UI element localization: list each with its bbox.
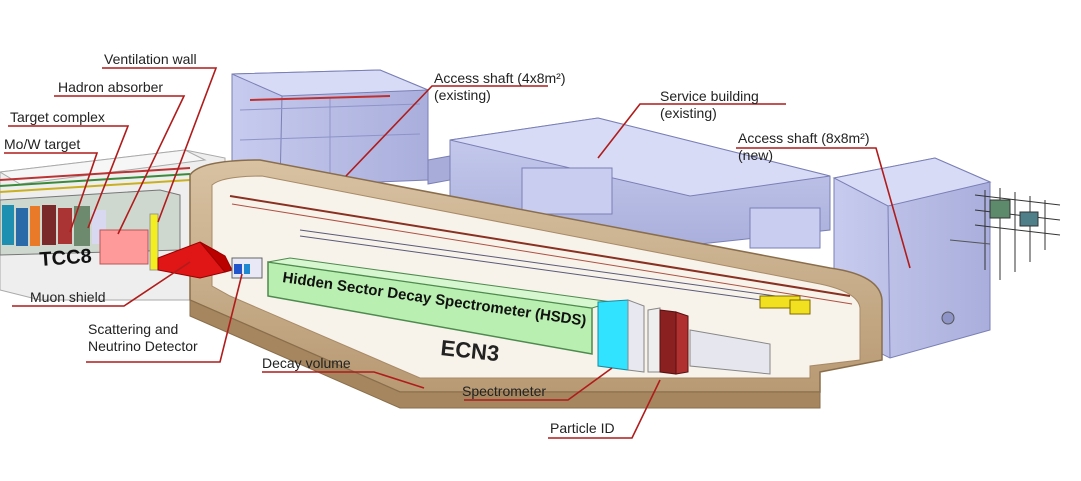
label-service-building-line2: (existing) [660, 105, 717, 121]
label-service-building-line1: Service building [660, 88, 759, 104]
label-access-shaft-new: Access shaft (8x8m²) (new) [738, 130, 869, 164]
label-decay-volume: Decay volume [262, 355, 351, 371]
label-access-shaft-new-line2: (new) [738, 147, 774, 163]
label-ventilation-wall: Ventilation wall [104, 51, 197, 67]
label-service-building: Service building (existing) [660, 88, 759, 122]
label-target-complex: Target complex [10, 109, 105, 125]
ventilation-wall [149, 213, 159, 271]
label-access-shaft-existing-line1: Access shaft (4x8m²) [434, 70, 566, 86]
label-access-shaft-new-line1: Access shaft (8x8m²) [738, 130, 870, 146]
leader-lines [4, 67, 911, 439]
utilities-structure [949, 188, 1061, 280]
label-mo-w-target: Mo/W target [4, 136, 81, 152]
label-scattering-line1: Scattering and [88, 321, 179, 337]
label-spectrometer: Spectrometer [462, 383, 547, 399]
label-hadron-absorber: Hadron absorber [58, 79, 164, 95]
label-particle-id: Particle ID [550, 420, 615, 436]
scattering-neutrino-detector [231, 257, 263, 279]
label-access-shaft-existing-line2: (existing) [434, 87, 491, 103]
label-access-shaft-existing: Access shaft (4x8m²) (existing) [434, 70, 565, 104]
service-building-existing [449, 117, 831, 249]
hadron-absorber [99, 229, 149, 265]
spectrometer [597, 299, 645, 373]
tcc8-label: TCC8 [39, 245, 93, 271]
particle-id [647, 307, 771, 375]
label-scattering-neutrino: Scattering and Neutrino Detector [88, 321, 198, 355]
label-scattering-line2: Neutrino Detector [88, 338, 198, 354]
ecn3-label: ECN3 [439, 335, 500, 366]
label-muon-shield: Muon shield [30, 289, 106, 305]
